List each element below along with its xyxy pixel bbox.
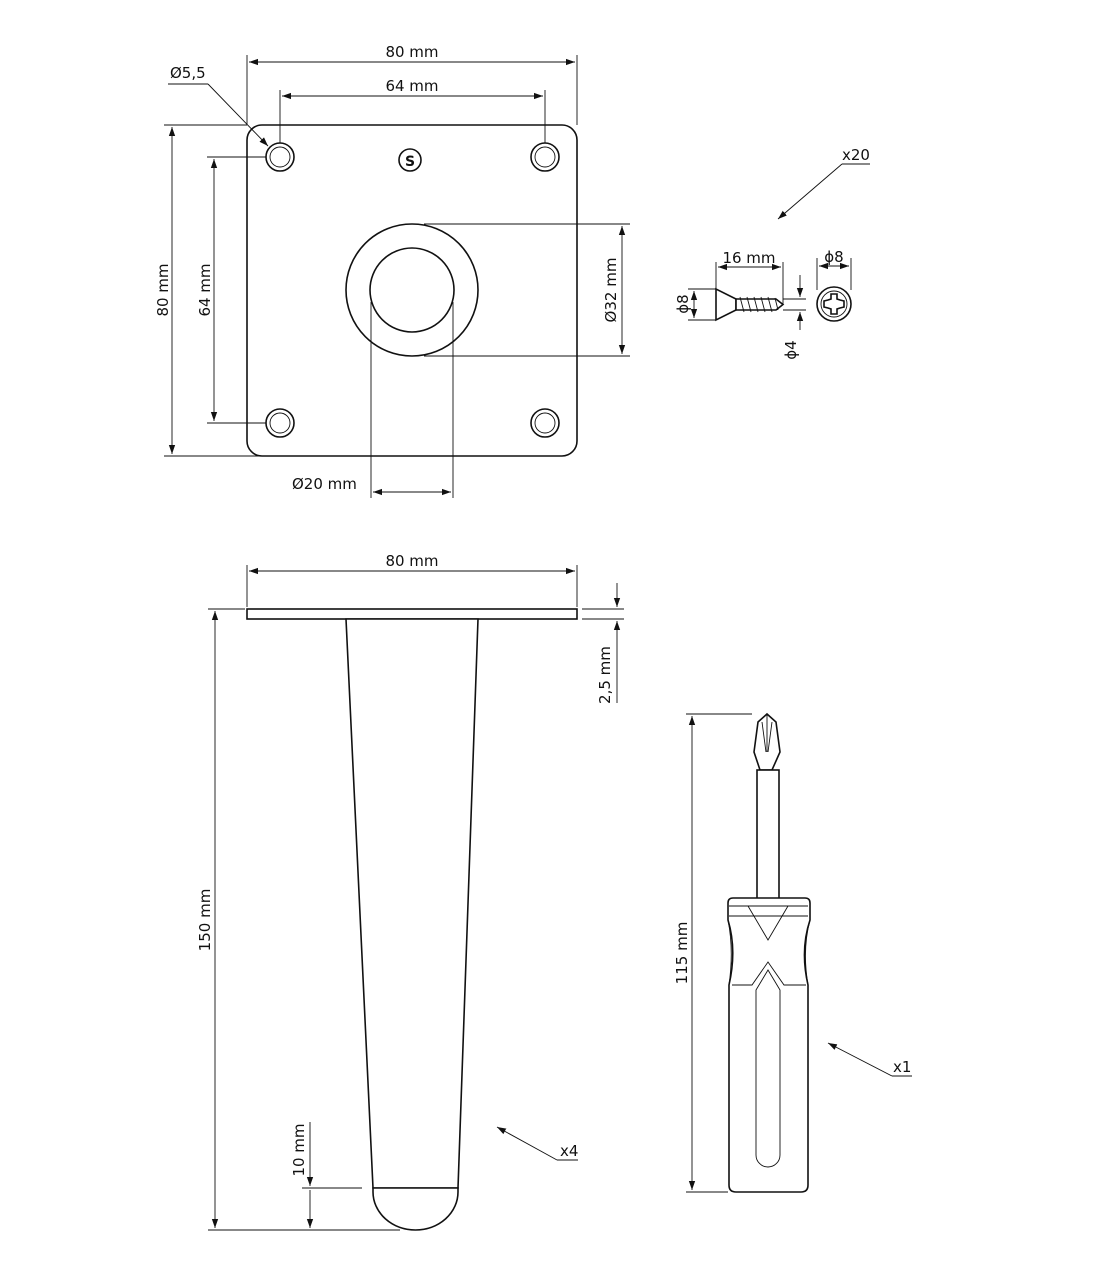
- plate-thickness-label: 2,5 mm: [596, 646, 614, 704]
- screwdriver-quantity-label: x1: [893, 1058, 911, 1076]
- outer-ring-label: Ø32 mm: [602, 258, 620, 323]
- screwdriver-handle: [727, 897, 811, 1193]
- brand-logo: S: [398, 148, 422, 172]
- screwdriver-shaft: [756, 769, 780, 901]
- leg-foot-cap: [372, 1187, 459, 1231]
- leg-height-label: 150 mm: [196, 889, 214, 952]
- inner-ring: [369, 247, 455, 333]
- screw-quantity-label: x20: [842, 146, 870, 164]
- screw-head-front-label: ϕ8: [824, 248, 843, 266]
- screw-side-view: [715, 287, 785, 322]
- screw-detail: x20 16 mm ϕ8 ϕ4 ϕ8: [674, 146, 870, 360]
- plate-top-view: S 80 mm 64 mm Ø5,5 80 mm 64 mm Ø32: [154, 43, 630, 498]
- screwdriver: 115 mm x1: [673, 712, 912, 1193]
- plate-outline: [246, 124, 578, 457]
- foot-cap-label: 10 mm: [290, 1123, 308, 1176]
- screwdriver-length-label: 115 mm: [673, 922, 691, 985]
- hole-spacing-label: 64 mm: [385, 77, 438, 95]
- hole-diameter-label: Ø5,5: [170, 64, 206, 82]
- leg-quantity-label: x4: [560, 1142, 578, 1160]
- brand-logo-letter: S: [405, 154, 415, 170]
- hole-bottom-right: [530, 408, 560, 438]
- hole-spacing-vertical-label: 64 mm: [196, 263, 214, 316]
- screw-length-label: 16 mm: [722, 249, 775, 267]
- leg-side-view: 80 mm 2,5 mm 150 mm 10 mm x4: [196, 552, 624, 1231]
- inner-ring-label: Ø20 mm: [292, 475, 357, 493]
- screw-head-front-view: [816, 286, 852, 322]
- screw-head-diameter-label: ϕ8: [674, 294, 692, 313]
- leg-body: [345, 618, 479, 1189]
- screw-shank-diameter-label: ϕ4: [782, 340, 800, 359]
- plate-width-label: 80 mm: [385, 43, 438, 61]
- plate-height-label: 80 mm: [154, 263, 172, 316]
- leg-plate-width-label: 80 mm: [385, 552, 438, 570]
- outer-ring: [345, 223, 479, 357]
- leg-plate: [246, 608, 578, 620]
